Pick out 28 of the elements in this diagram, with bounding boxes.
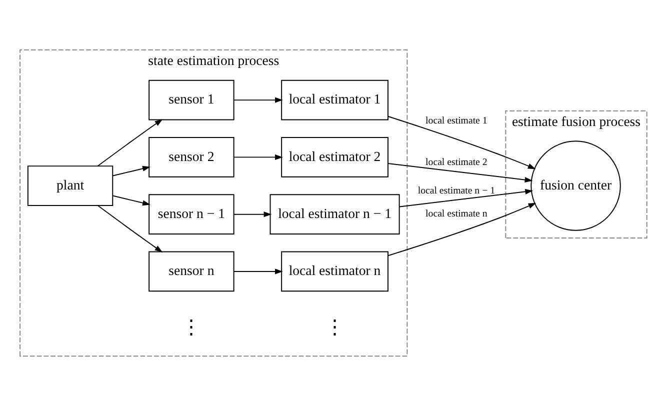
edge-label: local estimate n: [426, 208, 488, 220]
label: ⋮: [181, 316, 202, 339]
arrow: [234, 154, 283, 160]
arrow: [97, 119, 163, 166]
node-box: plant: [27, 166, 114, 206]
node-box: local estimator n − 1: [270, 194, 400, 235]
arrow: [388, 116, 536, 170]
label: ⋮: [324, 316, 345, 339]
arrow: [388, 202, 536, 256]
arrow: [112, 195, 150, 206]
node-box: sensor n − 1: [148, 194, 234, 235]
edge-label: local estimate 2: [426, 157, 488, 168]
node-box: sensor 2: [148, 137, 234, 178]
node-box: sensor n: [148, 251, 234, 292]
node-circle: fusion center: [530, 140, 621, 231]
node-box: local estimator 2: [281, 137, 388, 178]
edge-label: local estimate 1: [426, 116, 488, 127]
arrow: [234, 97, 283, 103]
edge-label: local estimate n − 1: [418, 186, 496, 197]
node-box: sensor 1: [148, 80, 234, 120]
arrow: [112, 166, 150, 176]
arrow: [97, 205, 163, 252]
arrow: [234, 268, 283, 274]
node-box: local estimator n: [281, 251, 388, 292]
arrow: [399, 188, 534, 208]
arrow: [234, 212, 272, 218]
arrow: [388, 162, 533, 183]
node-box: local estimator 1: [281, 80, 388, 120]
